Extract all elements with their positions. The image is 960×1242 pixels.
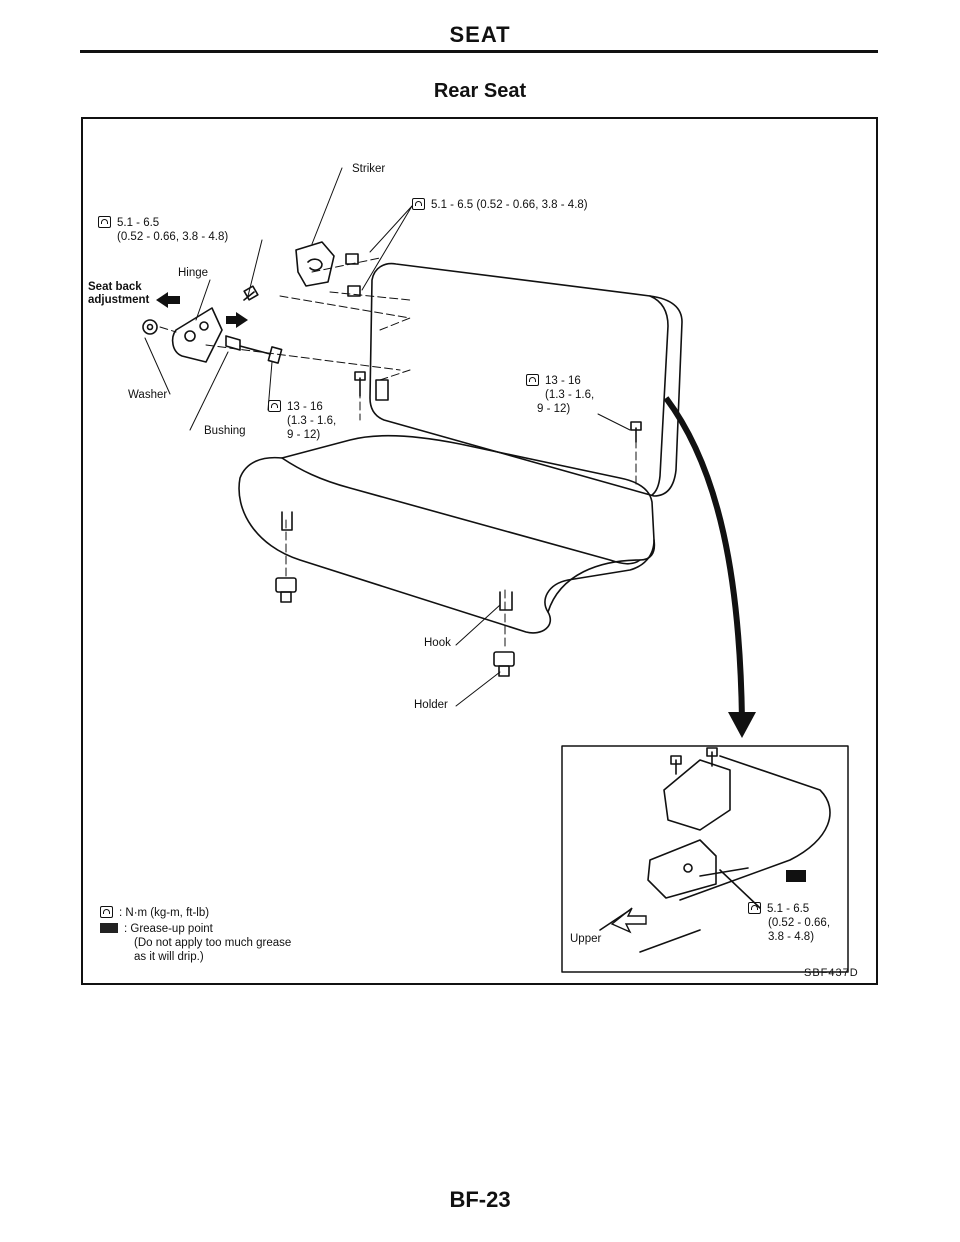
legend-grease-note-2: as it will drip.) [134,951,204,963]
seat-cushion-roll [547,539,656,613]
seat-cushion-top-edge [281,457,641,565]
holder-left [275,577,297,593]
figure-code: SBF437D [804,967,859,979]
torque-icon [100,906,113,918]
seat-back [369,262,683,497]
label-mid-torque: 13 - 16 [268,400,323,414]
torque-icon [748,902,761,914]
arrow-down-icon [663,396,745,721]
torque-icon [526,374,539,386]
striker [295,241,335,287]
label-hook: Hook [424,637,451,649]
torque-icon [412,198,425,210]
label-holder: Holder [414,699,448,711]
label-washer: Washer [128,389,168,401]
legend-grease: : Grease-up point [100,922,213,936]
label-hinge: Hinge [178,267,209,279]
label-inset-torque-kgm: (0.52 - 0.66, [768,917,831,929]
arrow-right-icon [226,312,248,328]
torque-icon [268,400,281,412]
page-header: SEAT [449,22,511,47]
label-mid-torque-kgm: (1.3 - 1.6, [287,415,337,427]
torque-icon [98,216,111,228]
grease-icon [100,923,118,933]
holder-right [493,651,515,667]
page-number: BF-23 [449,1187,511,1212]
section-title: Rear Seat [433,80,527,102]
label-top-torque: 5.1 - 6.5 (0.52 - 0.66, 3.8 - 4.8) [412,198,588,212]
arrow-left-icon [156,292,180,308]
diagram-frame [81,117,878,985]
grease-icon [786,870,806,882]
label-bushing: Bushing [204,425,246,437]
label-left-torque-spec: (0.52 - 0.66, 3.8 - 4.8) [117,231,229,243]
washer [142,319,158,335]
label-mid-torque-ftlb: 9 - 12) [287,429,321,441]
label-striker: Striker [352,163,386,175]
seat-cushion [238,434,655,634]
label-upper: Upper [570,933,602,945]
label-seat-back-adjustment: adjustment [88,294,150,306]
legend-grease-note-1: (Do not apply too much grease [134,937,292,949]
header-rule [80,50,878,53]
label-inset-torque: 5.1 - 6.5 [748,902,809,916]
detail-inset [561,745,849,973]
label-inset-torque-ftlb: 3.8 - 4.8) [768,931,815,943]
label-right-torque-kgm: (1.3 - 1.6, [545,389,595,401]
label-right-torque-ftlb: 9 - 12) [537,403,571,415]
label-left-torque: 5.1 - 6.5 [98,216,159,230]
hinge-bracket [171,307,223,363]
legend-torque: : N·m (kg-m, ft-lb) [100,906,209,920]
label-right-torque: 13 - 16 [526,374,581,388]
label-seat-back: Seat back [88,281,142,293]
seat-back-edge [649,295,669,496]
